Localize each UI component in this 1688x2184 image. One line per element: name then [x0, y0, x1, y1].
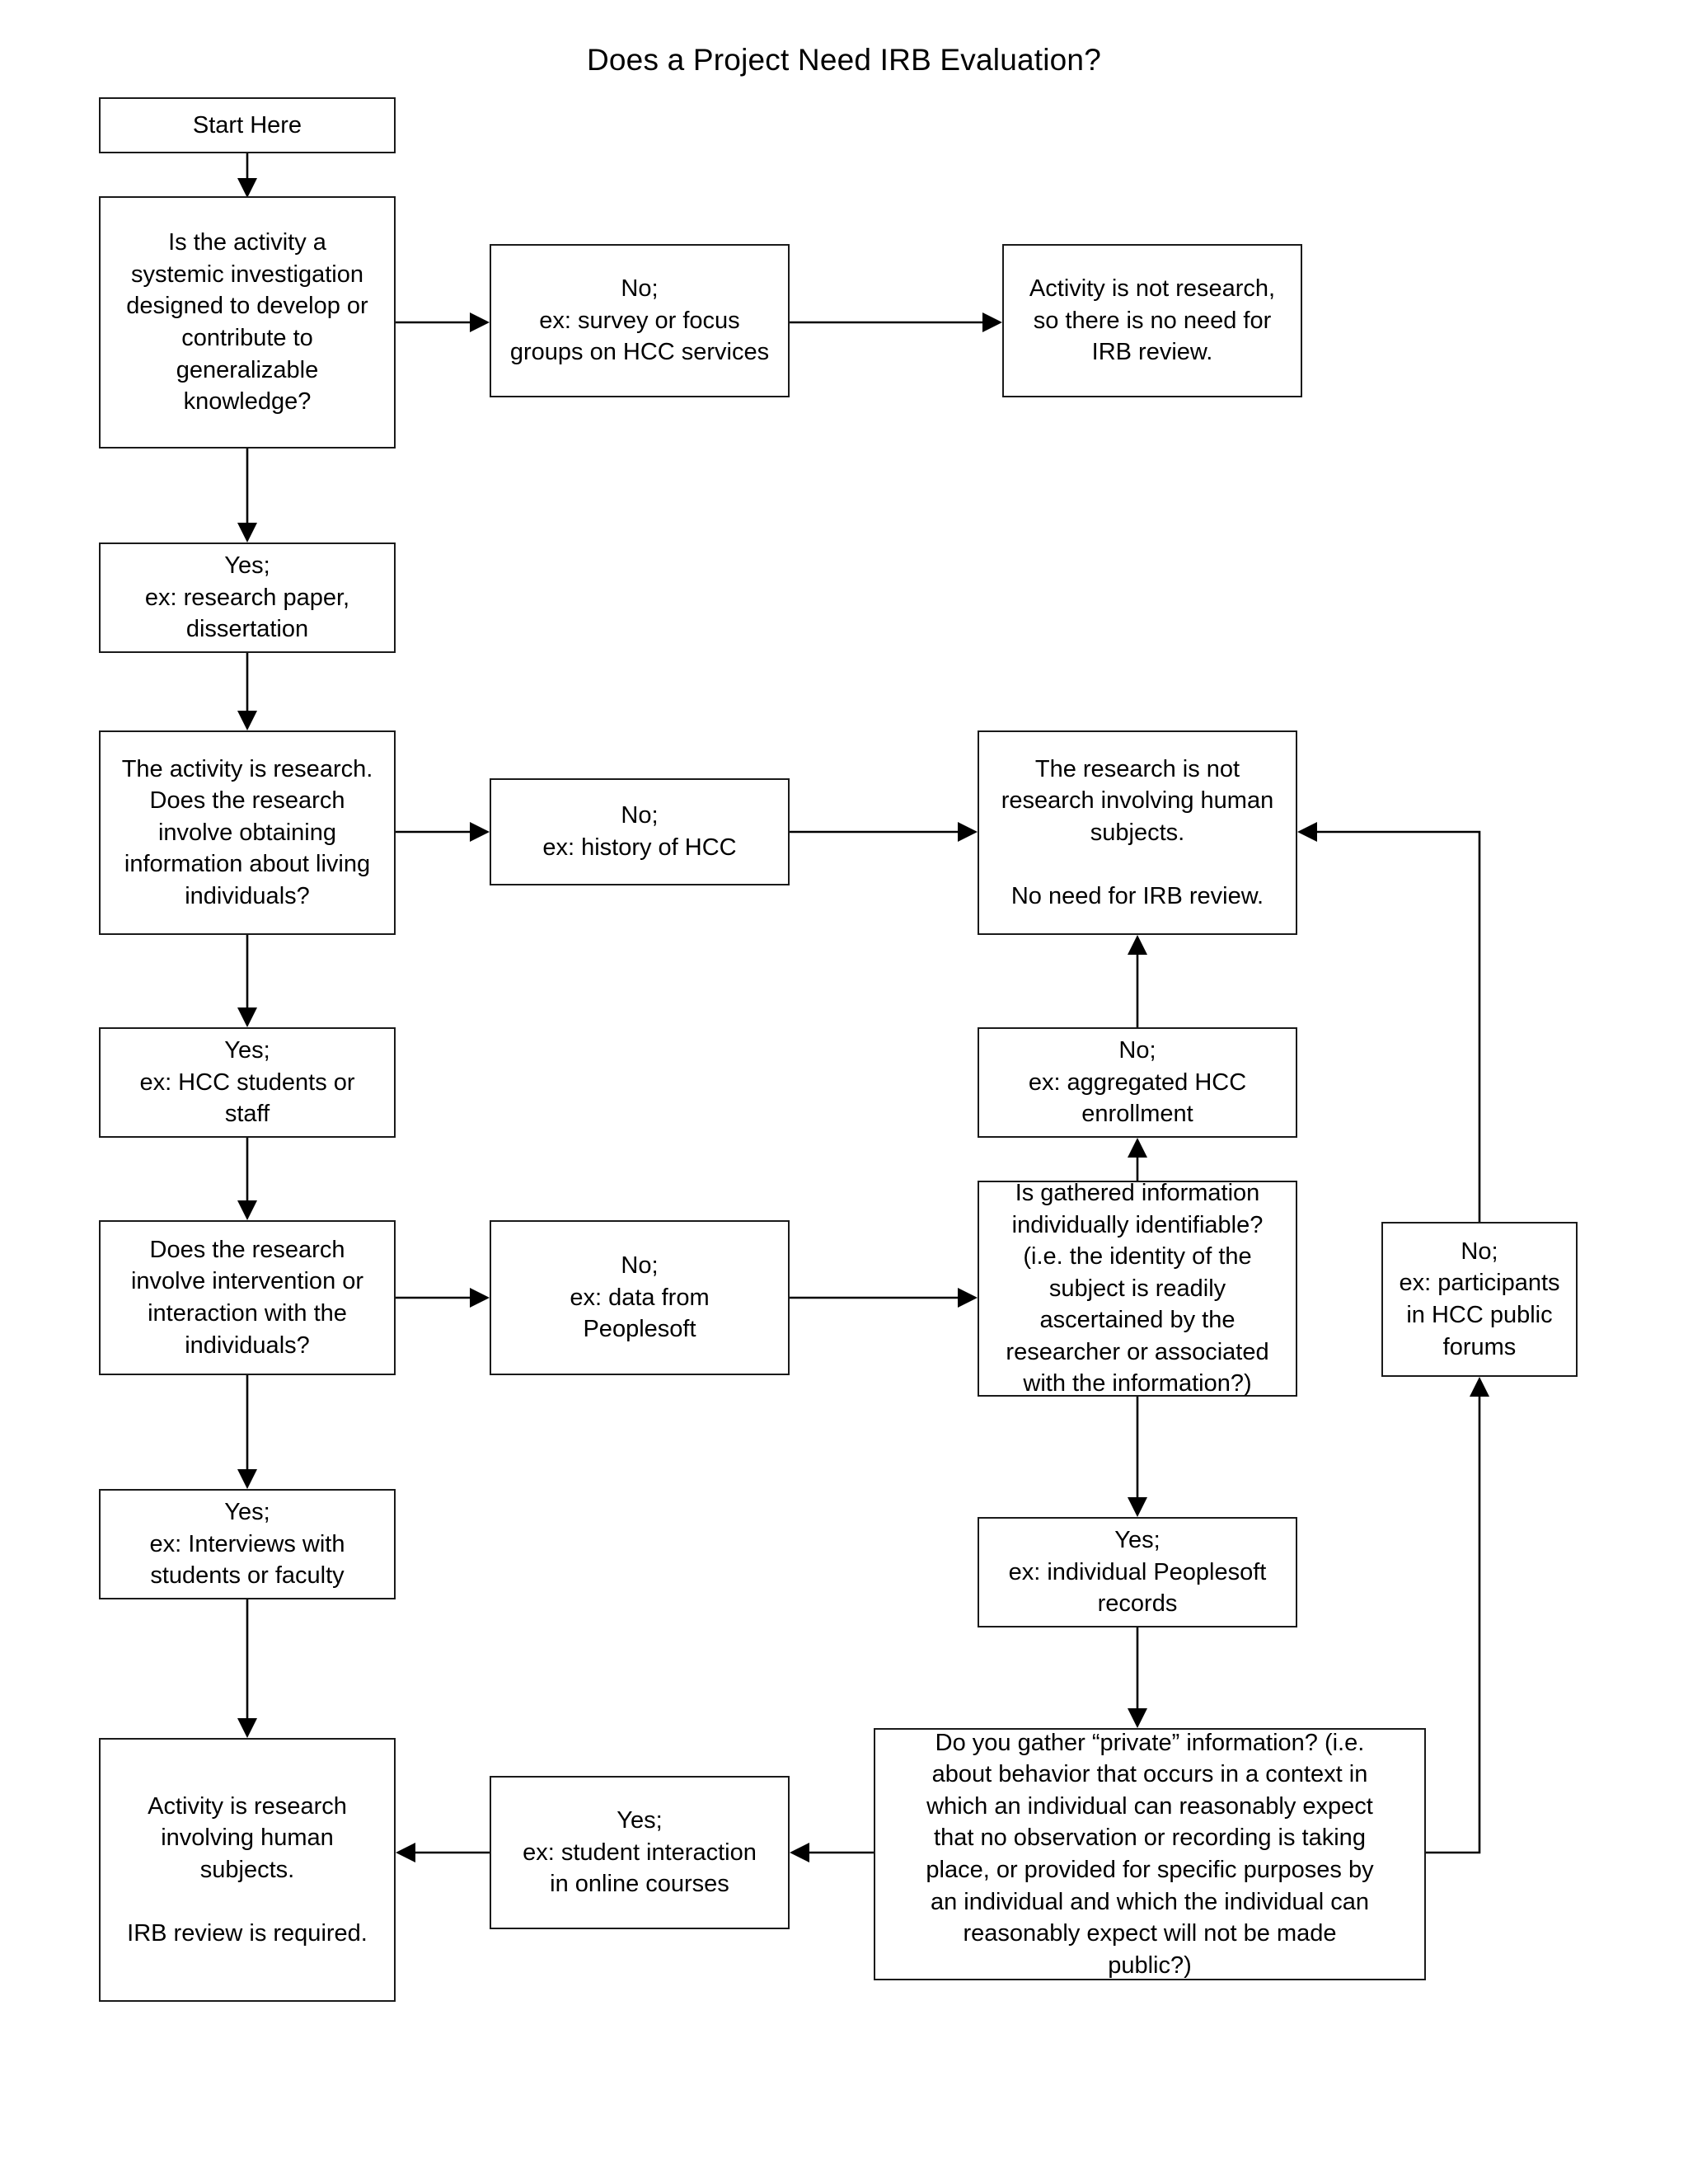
arrowhead-q2-to-q2yes	[237, 1007, 257, 1027]
arrowhead-q4-to-q4no	[1128, 1138, 1147, 1158]
node-answer-no-hcc-public-forums[interactable]: No; ex: participants in HCC public forum…	[1381, 1222, 1578, 1377]
node-question-individually-identifiable[interactable]: Is gathered information individually ide…	[978, 1180, 1297, 1397]
node-answer-no-history-of-hcc[interactable]: No; ex: history of HCC	[490, 778, 790, 885]
node-answer-no-survey-focus-groups[interactable]: No; ex: survey or focus groups on HCC se…	[490, 244, 790, 397]
arrowhead-q2yes-to-q3	[237, 1200, 257, 1220]
arrowhead-q5yes-to-humansubjects	[396, 1843, 415, 1862]
arrowhead-q2-to-q2no	[470, 822, 490, 842]
arrowhead-q3yes-to-humansubjects	[237, 1718, 257, 1738]
node-question-private-information[interactable]: Do you gather “private” information? (i.…	[874, 1728, 1426, 1980]
edge-q5-to-q5no	[1426, 1395, 1481, 1854]
arrowhead-q4yes-to-q5	[1128, 1708, 1147, 1728]
arrowhead-q3-to-q3yes	[237, 1469, 257, 1489]
arrowhead-q5no-to-nothuman	[1297, 822, 1317, 842]
arrowhead-q1-to-q1yes	[237, 523, 257, 542]
arrowhead-q1-to-q1no	[470, 312, 490, 332]
node-answer-no-aggregated-enrollment[interactable]: No; ex: aggregated HCC enrollment	[978, 1027, 1297, 1138]
node-answer-yes-interviews[interactable]: Yes; ex: Interviews with students or fac…	[99, 1489, 396, 1599]
node-outcome-not-human-subjects-research[interactable]: The research is not research involving h…	[978, 730, 1297, 935]
arrowhead-q3no-to-q4	[958, 1288, 978, 1308]
arrowhead-q2no-to-nothuman	[958, 822, 978, 842]
node-question-generalizable-knowledge[interactable]: Is the activity a systemic investigation…	[99, 196, 396, 449]
node-answer-yes-research-paper[interactable]: Yes; ex: research paper, dissertation	[99, 542, 396, 653]
arrowhead-q1yes-to-q2	[237, 711, 257, 730]
node-start[interactable]: Start Here	[99, 97, 396, 153]
page-title: Does a Project Need IRB Evaluation?	[586, 43, 1101, 77]
node-answer-yes-individual-peoplesoft-records[interactable]: Yes; ex: individual Peoplesoft records	[978, 1517, 1297, 1627]
node-outcome-activity-not-research[interactable]: Activity is not research, so there is no…	[1002, 244, 1302, 397]
arrowhead-q4no-to-nothuman	[1128, 935, 1147, 955]
edge-q5no-to-nothuman	[1315, 830, 1481, 1222]
arrowhead-q5-to-q5no	[1470, 1377, 1489, 1397]
arrowhead-q3-to-q3no	[470, 1288, 490, 1308]
node-question-information-about-living-individuals[interactable]: The activity is research. Does the resea…	[99, 730, 396, 935]
node-question-intervention-or-interaction[interactable]: Does the research involve intervention o…	[99, 1220, 396, 1375]
node-outcome-human-subjects-irb-required[interactable]: Activity is research involving human sub…	[99, 1738, 396, 2002]
arrowhead-start-to-q1	[237, 178, 257, 198]
arrowhead-q1no-to-notresearch	[982, 312, 1002, 332]
arrowhead-q5-to-q5yes	[790, 1843, 809, 1862]
node-answer-no-data-from-peoplesoft[interactable]: No; ex: data from Peoplesoft	[490, 1220, 790, 1375]
arrowhead-q4-to-q4yes	[1128, 1497, 1147, 1517]
node-answer-yes-student-interaction-online[interactable]: Yes; ex: student interaction in online c…	[490, 1776, 790, 1929]
node-answer-yes-hcc-students-staff[interactable]: Yes; ex: HCC students or staff	[99, 1027, 396, 1138]
